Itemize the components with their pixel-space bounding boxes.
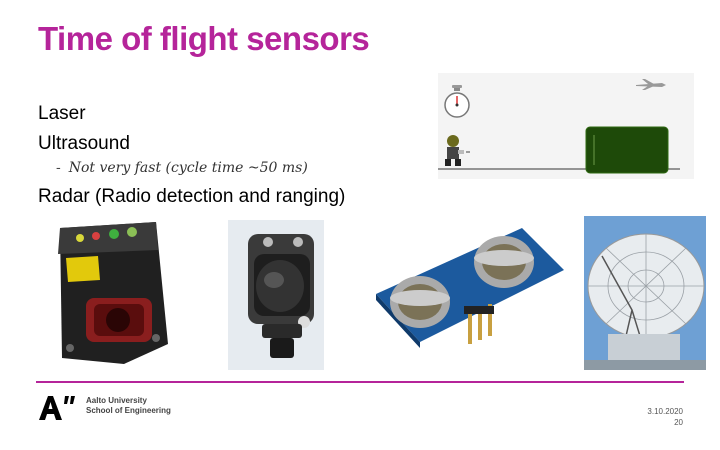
stopwatch-icon [444,85,470,118]
footer-divider [36,381,684,383]
university-label: Aalto University [86,396,147,405]
ultrasonic-module-image [372,222,568,362]
tof-illustration [438,73,694,179]
sub-bullet: -Not very fast (cycle time ~50 ms) [56,160,308,176]
airplane-icon [636,79,666,90]
slide-title: Time of flight sensors [38,20,370,57]
laser-sensor-image [38,218,178,366]
aalto-logo [38,394,78,422]
person-with-sensor-icon [445,135,470,166]
bullet-ultrasound: Ultrasound [38,133,130,154]
sub-bullet-text: Not very fast (cycle time ~50 ms) [68,160,308,176]
radar-dish-image [584,216,706,370]
target-box-icon [585,126,669,174]
slide-number: 20 [674,418,683,427]
bullet-laser: Laser [38,103,86,124]
slide-date: 3.10.2020 [647,407,683,416]
bullet-radar: Radar (Radio detection and ranging) [38,186,346,207]
university-name: Aalto University School of Engineering [86,396,171,416]
slide-footer-meta: 3.10.2020 20 [647,406,683,428]
ultrasound-transducer-image [228,220,324,370]
school-label: School of Engineering [86,406,171,415]
sub-bullet-dash: - [56,160,61,176]
